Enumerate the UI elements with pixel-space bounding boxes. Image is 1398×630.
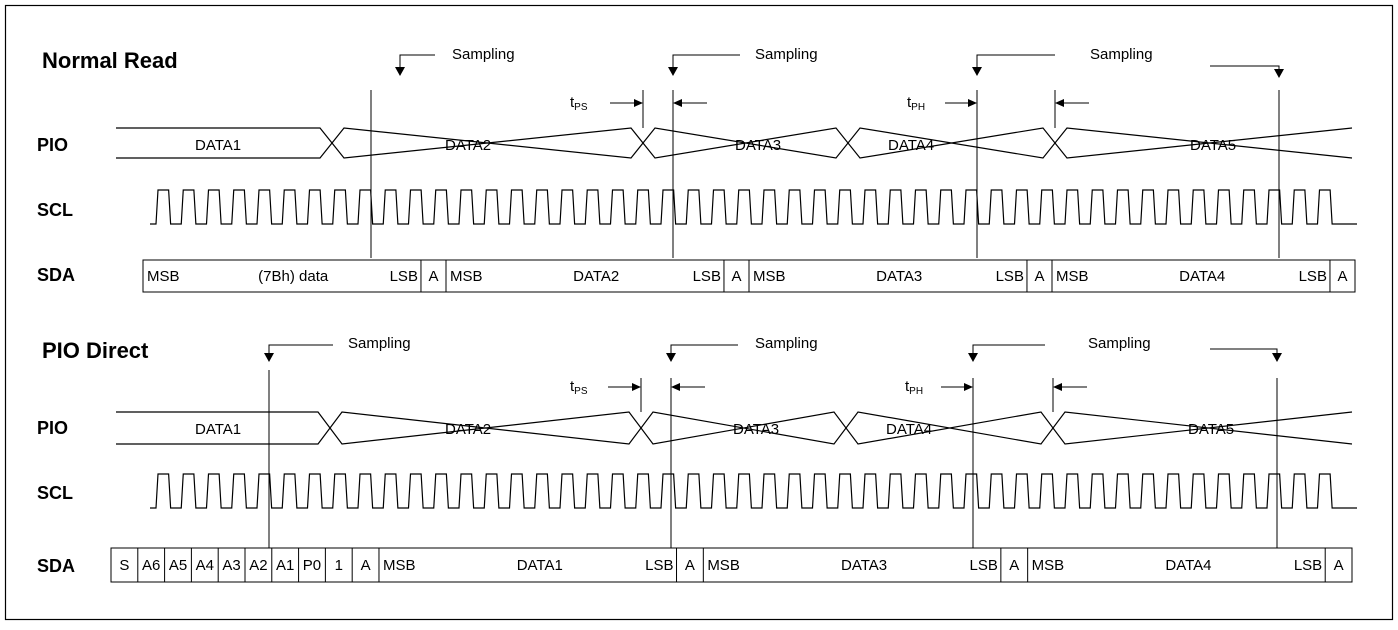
sda-cell-label: A6 xyxy=(142,557,160,574)
sampling-annotation-3: Sampling xyxy=(968,335,1282,362)
sda-cell-label: DATA4 xyxy=(1165,557,1211,574)
signal-label-scl: SCL xyxy=(37,483,73,503)
sda-cell-label: DATA3 xyxy=(876,268,922,285)
sda-cell-label: A4 xyxy=(196,557,214,574)
sda-cell-label: MSB xyxy=(1056,268,1089,285)
sda-cell-label: MSB xyxy=(707,557,740,574)
t-ph-annotation: tPH xyxy=(907,94,1089,113)
t-ph-label: tPH xyxy=(905,378,923,397)
sda-cell-label: MSB xyxy=(383,557,416,574)
section-pio-direct: PIO Direct PIO SCL SDA Sampling Sampling… xyxy=(37,335,1357,583)
pio-data-label: DATA1 xyxy=(195,137,241,154)
pio-data-label: DATA3 xyxy=(733,421,779,438)
sampling-label: Sampling xyxy=(452,46,515,63)
scl-clock-waveform xyxy=(150,473,1357,509)
sda-cell-label: S xyxy=(119,557,129,574)
sda-cell-label: DATA2 xyxy=(573,268,619,285)
sda-cell-label: A xyxy=(1334,557,1344,574)
pio-data-label: DATA4 xyxy=(886,421,932,438)
section-normal-read: Normal Read PIO SCL SDA Sampling Samplin… xyxy=(37,46,1357,293)
sda-cell-label: P0 xyxy=(303,557,321,574)
sampling-annotation-2: Sampling xyxy=(668,46,818,76)
sampling-label: Sampling xyxy=(1090,46,1153,63)
sda-cell-label: A xyxy=(1009,557,1019,574)
sda-cell-label: (7Bh) data xyxy=(258,268,329,285)
pio-data-label: DATA2 xyxy=(445,421,491,438)
sda-cell-label: LSB xyxy=(645,557,673,574)
sda-cell-label: A xyxy=(731,268,741,285)
sampling-annotation-3: Sampling xyxy=(972,46,1284,78)
scl-clock-waveform xyxy=(150,189,1357,225)
t-ps-label: tPS xyxy=(570,94,588,113)
sda-cell-label: LSB xyxy=(996,268,1024,285)
sda-cell-label: LSB xyxy=(1299,268,1327,285)
section-title: Normal Read xyxy=(42,48,178,73)
sda-cell-label: LSB xyxy=(1294,557,1322,574)
sda-cell-label: MSB xyxy=(450,268,483,285)
sda-cell-label: A2 xyxy=(249,557,267,574)
pio-data-label: DATA5 xyxy=(1188,421,1234,438)
pio-bus-edge xyxy=(116,127,1353,159)
sampling-annotation-2: Sampling xyxy=(666,335,818,362)
signal-label-pio: PIO xyxy=(37,418,68,438)
sda-cell-label: DATA1 xyxy=(517,557,563,574)
sda-cell-label: A xyxy=(428,268,438,285)
signal-label-sda: SDA xyxy=(37,265,75,285)
sda-cell-label: LSB xyxy=(390,268,418,285)
sda-bus: MSB (7Bh) data LSB A MSB DATA2 LSB A MSB DATA3 LSB… xyxy=(142,259,1356,293)
sampling-label: Sampling xyxy=(348,335,411,352)
t-ph-label: tPH xyxy=(907,94,925,113)
pio-bus-edge xyxy=(116,411,1353,445)
sda-cell-label: MSB xyxy=(1032,557,1065,574)
sda-cell-label: A3 xyxy=(222,557,240,574)
sda-cell-label: A xyxy=(1337,268,1347,285)
sampling-annotation-1: Sampling xyxy=(395,46,515,76)
t-ps-annotation: tPS xyxy=(570,94,707,113)
sampling-annotation-1: Sampling xyxy=(264,335,411,362)
sampling-label: Sampling xyxy=(1088,335,1151,352)
pio-bus-edge xyxy=(116,127,1353,159)
t-ph-annotation: tPH xyxy=(905,378,1087,397)
sda-cell-label: LSB xyxy=(693,268,721,285)
pio-data-label: DATA3 xyxy=(735,137,781,154)
sda-cell-label: A1 xyxy=(276,557,294,574)
pio-data-label: DATA4 xyxy=(888,137,934,154)
section-title: PIO Direct xyxy=(42,338,149,363)
sda-cell-label: DATA4 xyxy=(1179,268,1225,285)
sda-cell-label: MSB xyxy=(147,268,180,285)
t-ps-label: tPS xyxy=(570,378,588,397)
sda-bus: S A6 A5 A4 A3 A2 A1 P0 1 A MSB DATA1 LSB A MSB DATA3 LSB… xyxy=(110,547,1353,583)
sda-cell-label: A5 xyxy=(169,557,187,574)
sampling-label: Sampling xyxy=(755,46,818,63)
pio-data-label: DATA2 xyxy=(445,137,491,154)
sda-cell-label: A xyxy=(361,557,371,574)
t-ps-annotation: tPS xyxy=(570,378,705,397)
pio-bus xyxy=(116,411,1353,445)
sda-cell-label: LSB xyxy=(970,557,998,574)
pio-data-label: DATA5 xyxy=(1190,137,1236,154)
pio-bus xyxy=(116,127,1353,159)
diagram-border xyxy=(4,4,1394,621)
sda-cell-label: A xyxy=(1034,268,1044,285)
sda-cell-label: A xyxy=(685,557,695,574)
sda-frame xyxy=(110,547,1353,583)
sampling-label: Sampling xyxy=(755,335,818,352)
pio-data-label: DATA1 xyxy=(195,421,241,438)
sda-cell-label: MSB xyxy=(753,268,786,285)
sda-cell-label: DATA3 xyxy=(841,557,887,574)
sda-cell-label: 1 xyxy=(335,557,343,574)
signal-label-pio: PIO xyxy=(37,135,68,155)
signal-label-sda: SDA xyxy=(37,556,75,576)
signal-label-scl: SCL xyxy=(37,200,73,220)
